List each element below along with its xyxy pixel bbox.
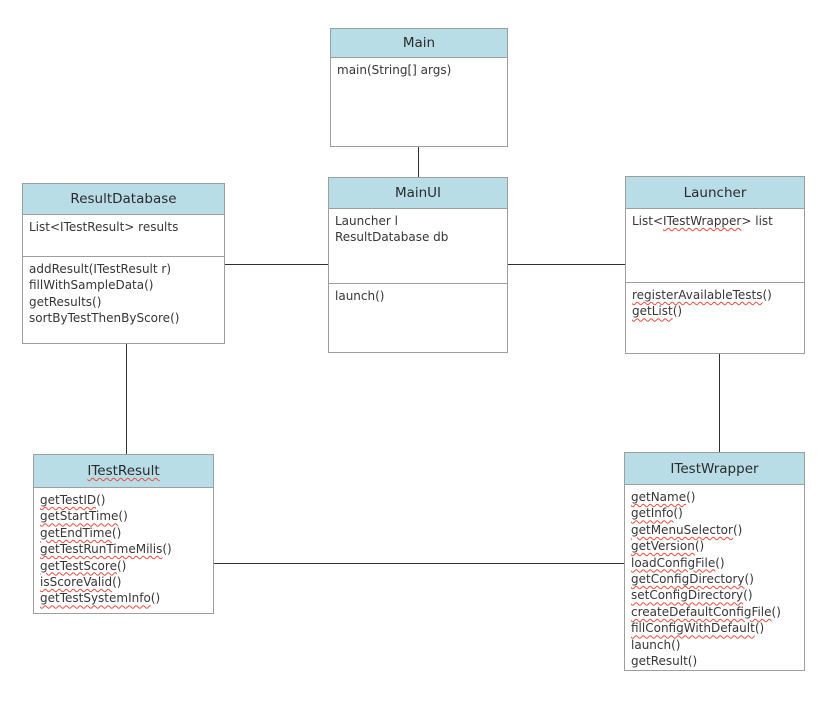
class-section: main(String[] args) [331,58,507,146]
connector-mainui-to-launcher [508,264,625,265]
class-section: List<ITestWrapper> list [626,209,804,282]
member-line: List<ITestWrapper> list [632,214,773,228]
member-line: Launcher l [335,214,398,228]
class-section: registerAvailableTests() getList() [626,282,804,353]
member-line: addResult(ITestResult r) [29,262,172,276]
member-line: getTestSystemInfo() [40,591,161,606]
member-line: sortByTestThenByScore() [29,311,180,326]
class-title: MainUI [394,185,442,201]
member-line: getName() [631,490,696,504]
member-line: getTestID() [40,493,106,507]
class-title: ResultDatabase [70,191,177,207]
member-line: getStartTime() [40,509,128,524]
member-line: main(String[] args) [337,63,452,77]
class-section: getTestID() getStartTime()getEndTime() get… [34,488,213,613]
connector-main-to-mainui [418,147,419,177]
member-line: getEndTime() [40,525,122,540]
class-header: Launcher [626,177,804,209]
class-itestresult[interactable]: ITestResult getTestID() getStartTime()getE… [33,454,214,614]
class-itestwrapper[interactable]: ITestWrapper getName() getInfo()getMenuSel… [624,452,805,671]
class-header: ResultDatabase [23,184,224,215]
connector-resultdatabase-to-mainui [225,264,328,265]
member-line: getResult() [631,654,698,669]
class-header: ITestWrapper [625,453,804,485]
class-section: List<ITestResult> results [23,215,224,256]
member-line: getList() [632,304,683,319]
connector-itestresult-to-itestwrapper [214,563,624,564]
member-line: setConfigDirectory() [631,588,753,603]
member-line: createDefaultConfigFile() [631,604,781,619]
member-line: loadConfigFile() [631,555,725,570]
member-line: fillConfigWithDefault() [631,621,765,636]
class-section: getName() getInfo()getMenuSelector() getVe… [625,485,804,670]
member-line: ResultDatabase db [335,230,449,245]
class-section: Launcher l ResultDatabase db [329,209,507,283]
class-title: ITestWrapper [670,460,759,477]
member-line: getInfo() [631,506,683,521]
class-section: addResult(ITestResult r) fillWithSampleDa… [23,256,224,343]
class-title: ITestResult [87,463,160,479]
member-line: getMenuSelector() [631,522,743,537]
connector-launcher-to-itestwrapper [719,354,720,452]
member-line: getVersion() [631,539,705,554]
class-header: Main [331,29,507,58]
member-line: getTestRunTimeMilis() [40,542,172,557]
class-header: ITestResult [34,455,213,488]
member-line: getResults() [29,294,102,309]
member-line: getConfigDirectory() [631,572,754,587]
member-line: launch() [335,289,385,303]
class-section: launch() [329,283,507,352]
member-line: registerAvailableTests() [632,288,772,302]
member-line: getTestScore() [40,558,127,573]
class-title: Main [402,35,436,51]
class-title: Launcher [683,184,747,201]
member-line: List<ITestResult> results [29,220,179,234]
member-line: launch() [631,637,681,652]
class-main[interactable]: Main main(String[] args) [330,28,508,147]
class-mainui[interactable]: MainUI Launcher l ResultDatabase db launch(… [328,177,508,353]
member-line: fillWithSampleData() [29,278,154,293]
class-header: MainUI [329,178,507,209]
connector-resultdatabase-to-itestresult [126,344,127,454]
member-line: isScoreValid() [40,575,122,590]
